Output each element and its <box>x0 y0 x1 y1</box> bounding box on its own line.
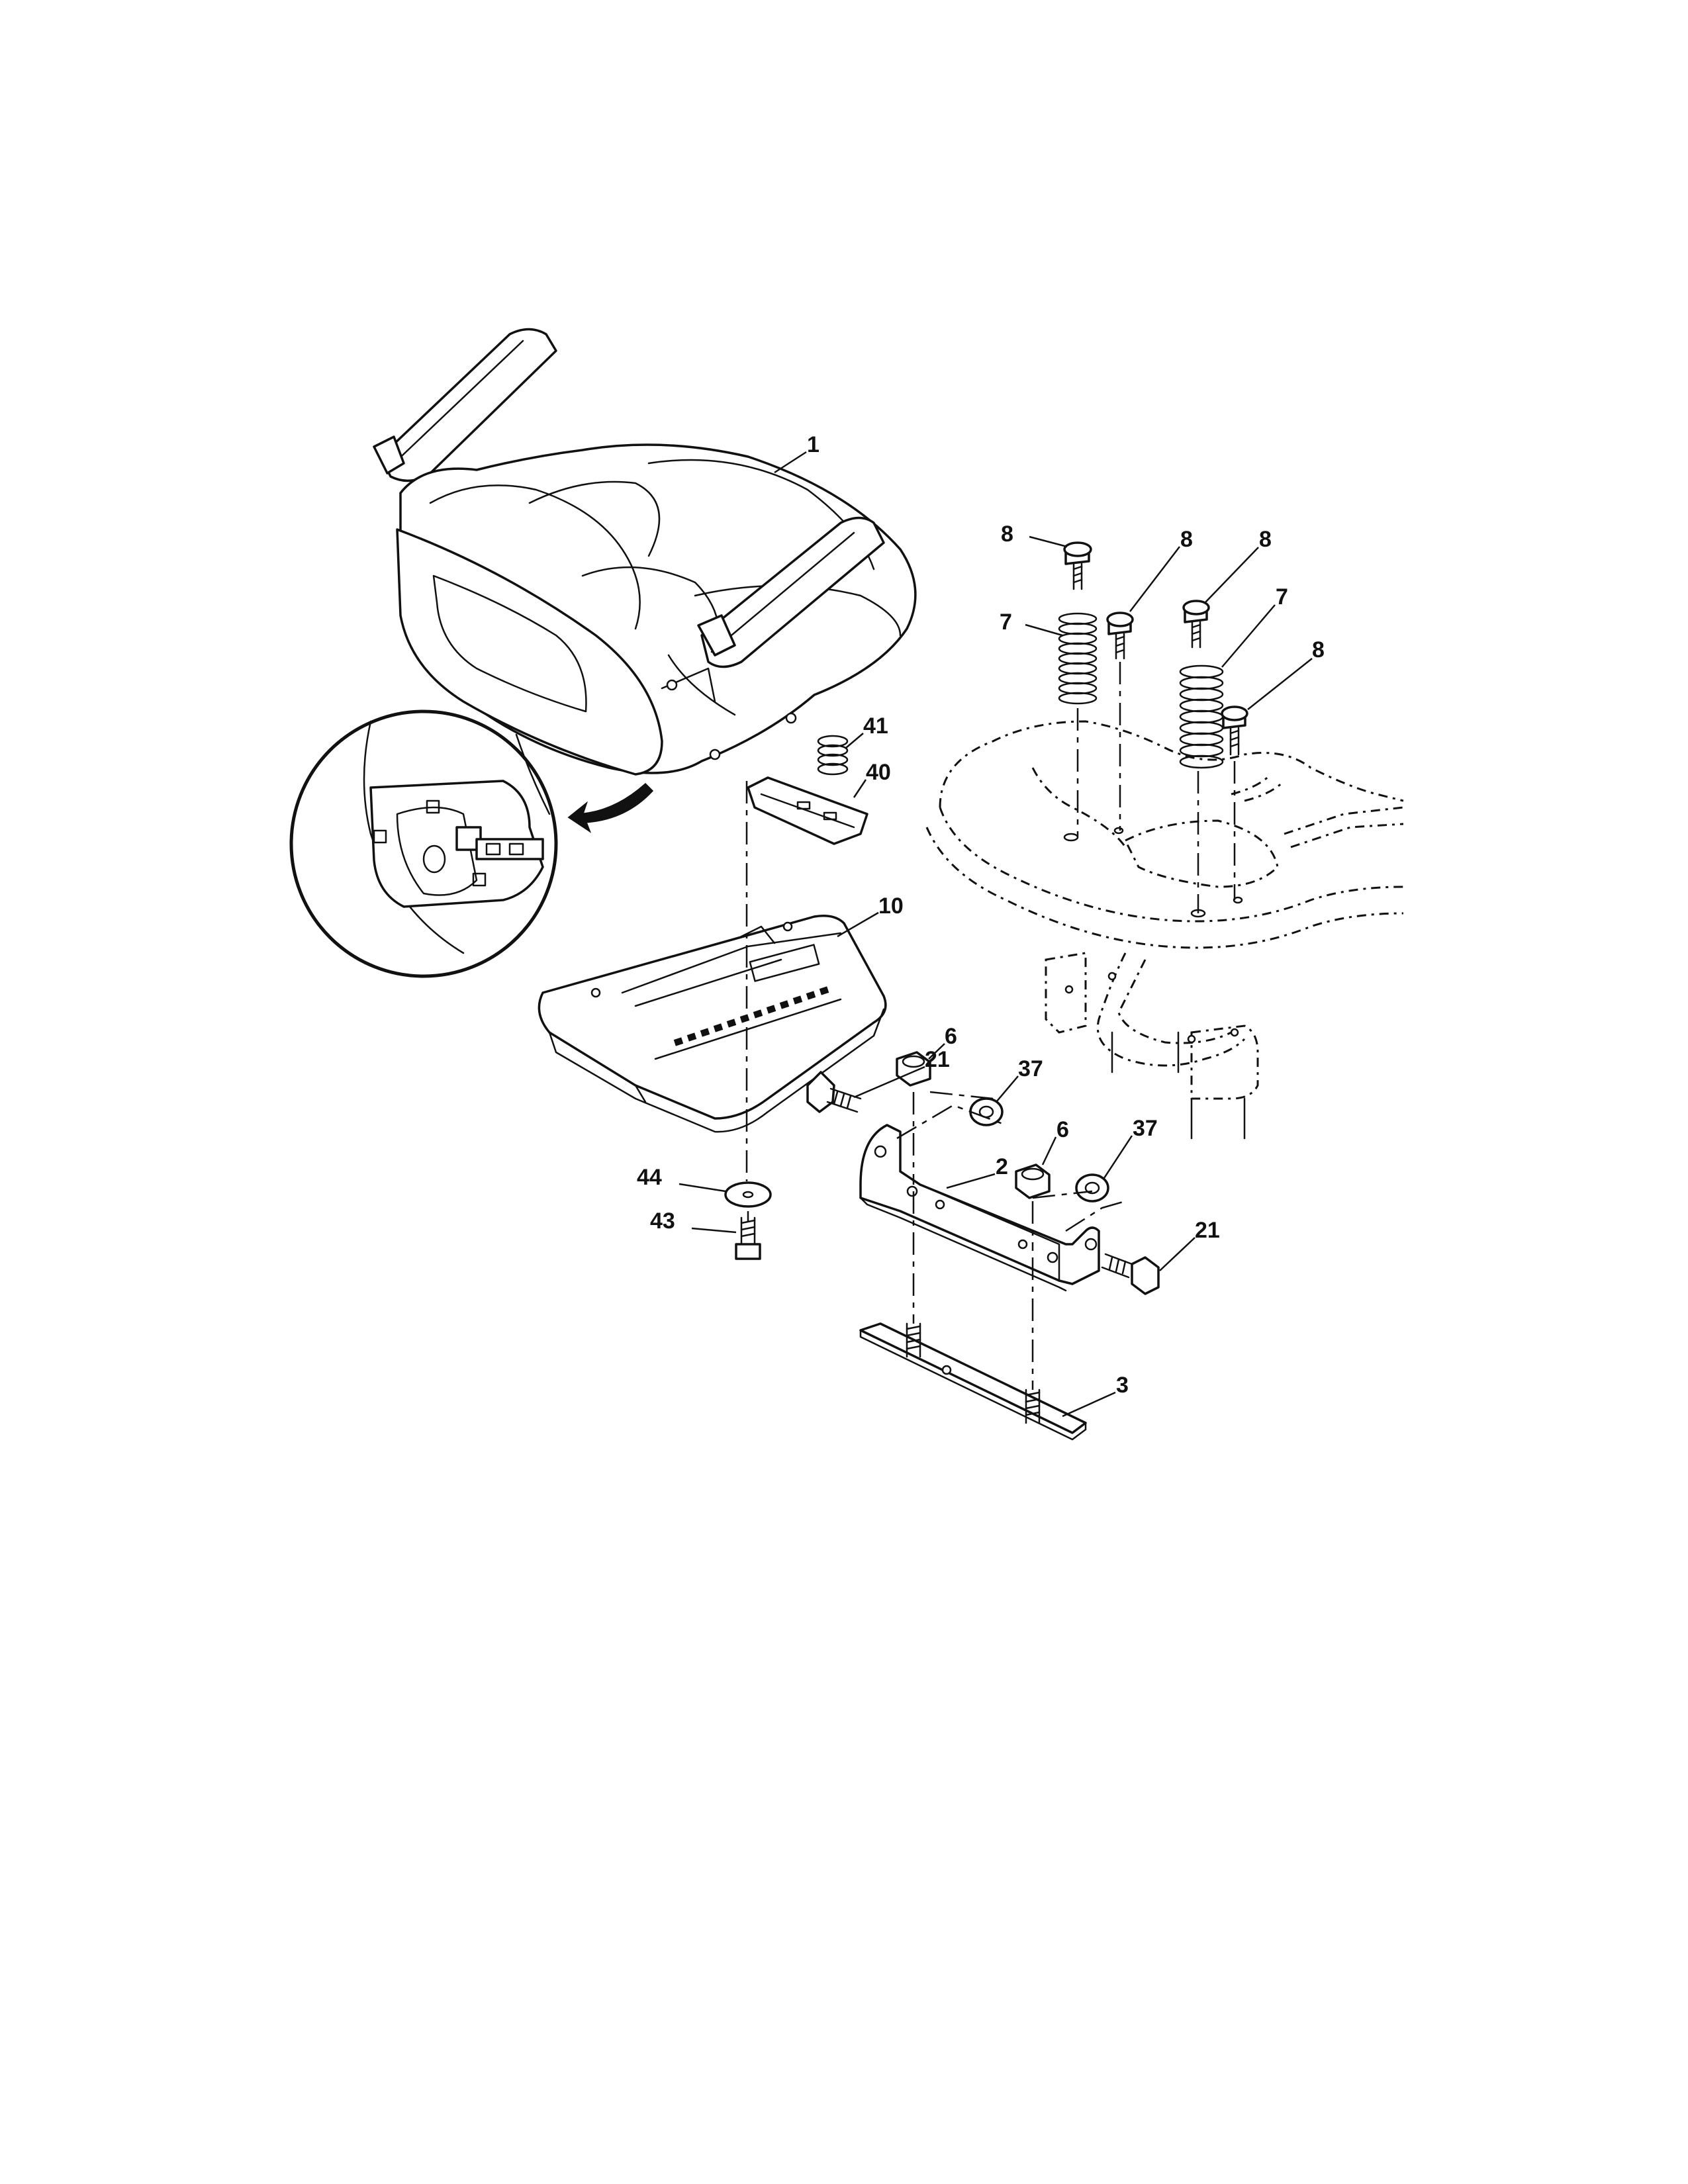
callout-8: 8 <box>1001 522 1013 547</box>
callout-7: 7 <box>1000 610 1012 635</box>
bolt-8-d-drawing <box>1221 705 1248 756</box>
detail-inset-view <box>289 709 654 978</box>
seat-drawing <box>373 328 917 776</box>
callout-labels: 1 8 8 8 8 7 7 41 40 10 21 6 37 6 37 2 21… <box>637 432 1325 1398</box>
nut-6-a-drawing <box>896 1051 931 1087</box>
callout-6: 6 <box>1056 1117 1069 1142</box>
stud-left <box>906 1322 921 1358</box>
pan-slot-holes <box>673 986 829 1046</box>
nut-6-b-drawing <box>1015 1163 1051 1199</box>
callout-21: 21 <box>1195 1218 1220 1243</box>
callout-40: 40 <box>866 760 891 785</box>
spring-41-drawing <box>817 735 849 776</box>
callout-44: 44 <box>637 1165 662 1190</box>
bracket-2-drawing <box>859 1124 1100 1292</box>
washer-44-drawing <box>724 1181 772 1208</box>
bolt-21-b-drawing <box>1101 1253 1160 1295</box>
bolt-8-a-drawing <box>1063 541 1092 590</box>
callout-10: 10 <box>878 893 904 919</box>
bolt-21-a-drawing <box>806 1071 862 1113</box>
callout-8: 8 <box>1259 527 1272 552</box>
callout-41: 41 <box>863 713 888 739</box>
callout-8: 8 <box>1312 637 1325 662</box>
clip-40-drawing <box>747 776 868 845</box>
bolt-8-c-drawing <box>1182 600 1210 649</box>
callout-8: 8 <box>1180 527 1193 552</box>
callout-37: 37 <box>1133 1116 1158 1141</box>
bolt-8-b-drawing <box>1106 612 1134 660</box>
tractor-frame-phantom <box>925 720 1404 1140</box>
seat-pan-10-drawing <box>538 915 887 1133</box>
callout-37: 37 <box>1018 1056 1043 1081</box>
callout-6: 6 <box>945 1024 957 1049</box>
assembly-lines <box>745 662 1236 1390</box>
nut-37-b-drawing <box>1075 1173 1109 1203</box>
callout-1: 1 <box>807 432 820 457</box>
spring-7-b-drawing <box>1179 664 1224 769</box>
stud-right <box>1025 1388 1041 1424</box>
callout-3: 3 <box>1116 1373 1129 1398</box>
leader-lines <box>679 451 1313 1418</box>
callout-7: 7 <box>1276 584 1288 610</box>
spring-7-a-drawing <box>1058 612 1098 705</box>
callout-21: 21 <box>925 1047 950 1072</box>
callout-43: 43 <box>650 1208 675 1234</box>
plate-3-drawing <box>859 1322 1087 1441</box>
screw-43-drawing <box>735 1216 761 1260</box>
callout-2: 2 <box>996 1154 1008 1179</box>
